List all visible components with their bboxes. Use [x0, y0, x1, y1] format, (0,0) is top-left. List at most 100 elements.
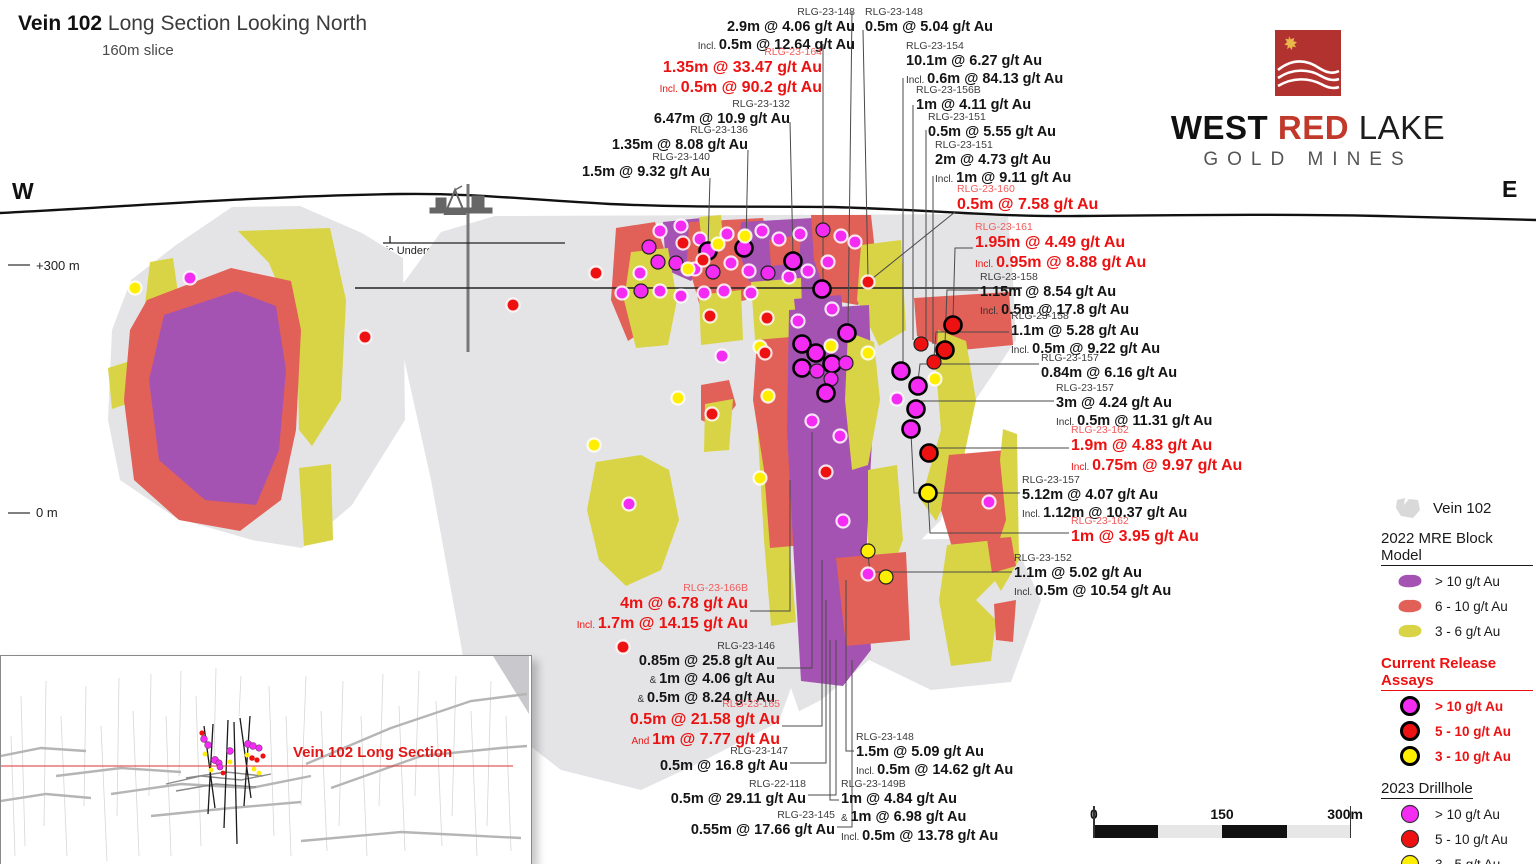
- drillhole-dot-current-assay: [792, 334, 812, 354]
- drillhole-dot-current-assay: [906, 399, 926, 419]
- assay-intercept: 2m @ 4.73 g/t Au: [935, 151, 1071, 169]
- intercept-prefix: Incl.: [935, 174, 957, 185]
- drillhole-dot-2023: [809, 363, 825, 379]
- assay-intercept: Incl. 1.7m @ 14.15 g/t Au: [577, 614, 748, 636]
- intercept-value: 0.85m @ 25.8 g/t Au: [638, 653, 775, 669]
- inset-magenta-dots: [200, 735, 263, 771]
- legend-item-label: 3 - 6 g/t Au: [1435, 623, 1501, 639]
- scale-bar-labels: 0 150 300m: [1090, 806, 1363, 822]
- hole-id: RLG-23-157: [1056, 382, 1114, 394]
- drillhole-dot-historic: [760, 388, 776, 404]
- assay-intercept: 4m @ 6.78 g/t Au: [577, 594, 748, 614]
- intercept-value: 0.5m @ 11.31 g/t Au: [1077, 413, 1213, 429]
- assay-intercept: & 1m @ 6.98 g/t Au: [841, 808, 998, 827]
- page-subtitle: 160m slice: [102, 42, 174, 59]
- intercept-value: 0.55m @ 17.66 g/t Au: [690, 822, 835, 838]
- intercept-prefix: Incl.: [856, 766, 878, 777]
- drillhole-dot-historic: [716, 283, 732, 299]
- legend-item-label: 3 - 10 g/t Au: [1435, 748, 1512, 764]
- drillhole-dot-historic: [696, 285, 712, 301]
- intercept-value: 1.1m @ 5.28 g/t Au: [1011, 323, 1140, 339]
- intercept-value: 0.5m @ 17.8 g/t Au: [1001, 302, 1130, 318]
- logo-mark: [1275, 30, 1341, 96]
- hole-id: RLG-23-145: [777, 809, 835, 821]
- assay-intercept: 1.15m @ 8.54 g/t Au: [980, 283, 1129, 301]
- legend-item: 3 - 5 g/t Au: [1395, 853, 1533, 864]
- underground-workings: [355, 184, 1022, 352]
- elevation-label-300: +300 m: [36, 258, 80, 273]
- logo-tagline: GOLD MINES: [1203, 149, 1413, 170]
- legend-item-label: > 10 g/t Au: [1435, 806, 1500, 822]
- drillhole-dot-historic: [710, 236, 726, 252]
- hole-id: RLG-23-146: [717, 640, 775, 652]
- assay-intercept: 1m @ 4.11 g/t Au: [916, 96, 1031, 114]
- intercept-value: 0.84m @ 6.16 g/t Au: [1041, 365, 1178, 381]
- hole-id: RLG-23-148: [856, 731, 914, 743]
- hole-id: RLG-23-157: [1022, 474, 1080, 486]
- intercept-value: 10.1m @ 6.27 g/t Au: [906, 53, 1043, 69]
- intercept-prefix: Incl.: [1071, 462, 1093, 473]
- assay-intercept: 2.9m @ 4.06 g/t Au: [698, 18, 855, 36]
- intercept-prefix: &: [637, 694, 647, 705]
- intercept-prefix: Incl.: [975, 259, 997, 270]
- assay-intercept: 1.9m @ 4.83 g/t Au: [1071, 436, 1242, 456]
- assay-intercept: Incl. 0.95m @ 8.88 g/t Au: [975, 253, 1146, 275]
- intercept-value: 0.5m @ 12.64 g/t Au: [718, 37, 855, 53]
- legend-item-label: > 10 g/t Au: [1435, 573, 1500, 589]
- company-logo: WEST RED LAKE GOLD MINES: [1148, 30, 1468, 171]
- scale-label-mid: 150: [1210, 806, 1234, 822]
- intercept-prefix: Incl.: [1056, 417, 1078, 428]
- drillhole-dot-historic: [818, 464, 834, 480]
- assay-intercept: Incl. 1m @ 9.11 g/t Au: [935, 169, 1071, 188]
- drillhole-dots-layer: [127, 218, 997, 655]
- hole-id: RLG-23-158: [980, 271, 1038, 283]
- legend: Vein 102 2022 MRE Block Model> 10 g/t Au…: [1381, 496, 1533, 864]
- assay-intercept: 6.47m @ 10.9 g/t Au: [654, 110, 790, 128]
- intercept-value: 1.95m @ 4.49 g/t Au: [975, 234, 1126, 251]
- assay-intercept: 10.1m @ 6.27 g/t Au: [906, 52, 1063, 70]
- intercept-value: 1.5m @ 5.09 g/t Au: [856, 744, 985, 760]
- drillhole-dot-historic: [652, 223, 668, 239]
- intercept-value: 1m @ 4.84 g/t Au: [841, 791, 957, 807]
- drillhole-dot-historic: [673, 288, 689, 304]
- drillhole-dot-historic: [981, 494, 997, 510]
- drillhole-dot-current-assay: [812, 279, 832, 299]
- drillhole-dot-historic: [723, 255, 739, 271]
- assay-intercept: Incl. 0.6m @ 84.13 g/t Au: [906, 70, 1063, 89]
- intercept-value: 1.1m @ 5.02 g/t Au: [1014, 565, 1143, 581]
- drillhole-dot-2023: [668, 255, 684, 271]
- drillhole-dot-current-assay: [822, 354, 842, 374]
- legend-section-title: Current Release Assays: [1381, 655, 1533, 691]
- elevation-ticks: [8, 264, 30, 514]
- legend-item: > 10 g/t Au: [1395, 803, 1533, 825]
- drillhole-dot-historic: [833, 228, 849, 244]
- drillhole-dot-historic: [670, 390, 686, 406]
- assay-intercept: Incl. 0.5m @ 10.54 g/t Au: [1014, 582, 1171, 601]
- hole-id: RLG-23-152: [1014, 552, 1072, 564]
- drillhole-dot-historic: [632, 265, 648, 281]
- drillhole-dot-historic: [743, 285, 759, 301]
- hole-id: RLG-23-148: [797, 6, 855, 18]
- drillhole-dot-historic: [719, 226, 735, 242]
- drillhole-dot-historic: [860, 345, 876, 361]
- drillhole-dot-2023: [633, 283, 649, 299]
- drillhole-dot-historic: [823, 338, 839, 354]
- hole-id: RLG-23-162: [1071, 424, 1129, 436]
- drillhole-dot-historic: [804, 413, 820, 429]
- intercept-value: 0.5m @ 21.58 g/t Au: [629, 711, 780, 728]
- scale-tick-end: [1349, 806, 1351, 838]
- intercept-value: 1.5m @ 9.32 g/t Au: [581, 164, 710, 180]
- assay-intercept: 1.1m @ 5.28 g/t Au: [1011, 322, 1160, 340]
- assay-intercept: 0.55m @ 17.66 g/t Au: [691, 821, 835, 839]
- intercept-value: 0.6m @ 84.13 g/t Au: [927, 71, 1064, 87]
- topography-line: [0, 192, 1536, 222]
